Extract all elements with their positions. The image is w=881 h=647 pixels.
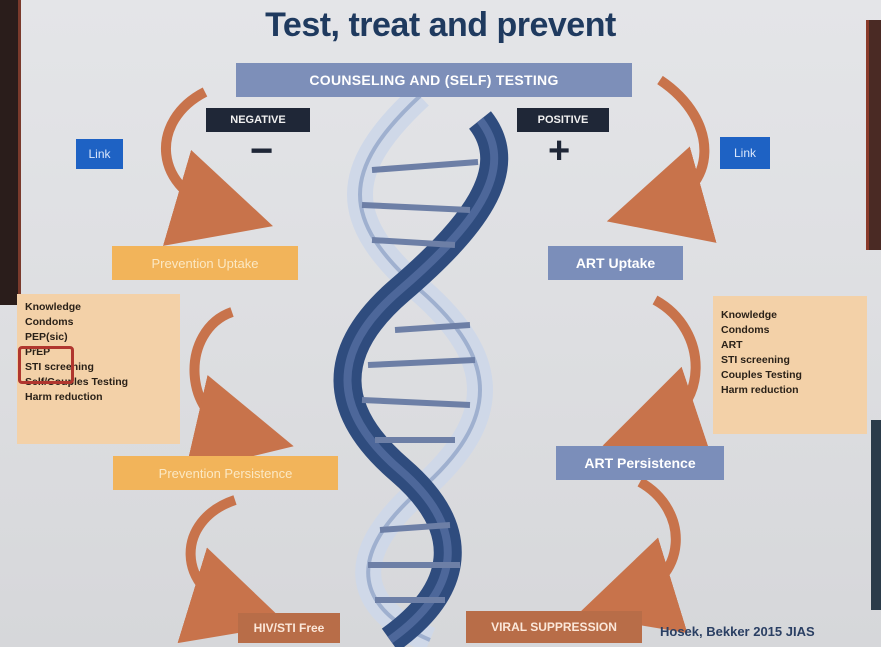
right-arrows: [577, 75, 717, 634]
left-frame-edge: [0, 0, 21, 305]
list-item: Harm reduction: [721, 384, 799, 396]
right-frame-edge: [866, 20, 881, 250]
list-item: ART: [721, 339, 743, 351]
link-left-button[interactable]: Link: [76, 139, 123, 169]
plus-sign-icon: +: [548, 130, 571, 172]
citation: Hosek, Bekker 2015 JIAS: [660, 624, 815, 639]
viral-suppression-box: VIRAL SUPPRESSION: [466, 611, 642, 643]
link-right-button[interactable]: Link: [720, 137, 770, 169]
list-item: Couples Testing: [721, 369, 802, 381]
list-item: PEP(sic): [25, 331, 68, 343]
list-item: Self/Couples Testing: [25, 376, 129, 388]
helix-rung: [371, 159, 479, 173]
negative-tag: NEGATIVE: [206, 108, 310, 132]
list-item: Condoms: [721, 324, 770, 336]
prevention-uptake-box: Prevention Uptake: [112, 246, 298, 280]
list-item: Knowledge: [25, 301, 82, 313]
hiv-sti-free-box: HIV/STI Free: [238, 613, 340, 643]
list-item: Knowledge: [721, 309, 778, 321]
right-frame-edge-lower: [871, 420, 881, 610]
minus-sign-icon: −: [250, 129, 274, 173]
art-uptake-box: ART Uptake: [548, 246, 683, 280]
pep-prep-highlight: [18, 346, 74, 384]
slide-title: Test, treat and prevent: [265, 6, 616, 44]
list-item: STI screening: [721, 354, 790, 366]
list-item: PrEP: [25, 346, 51, 358]
counseling-testing-banner: COUNSELING AND (SELF) TESTING: [236, 63, 632, 97]
list-item: Condoms: [25, 316, 74, 328]
prevention-persistence-box: Prevention Persistence: [113, 456, 338, 490]
dna-helix: [333, 86, 509, 647]
left-intervention-list: Knowledge Condoms PEP(sic) PrEP STI scre…: [17, 294, 180, 444]
list-item: STI screening: [25, 361, 94, 373]
art-persistence-box: ART Persistence: [556, 446, 724, 480]
positive-tag: POSITIVE: [517, 108, 609, 132]
list-item: Harm reduction: [25, 391, 103, 403]
right-intervention-list: Knowledge Condoms ART STI screening Coup…: [713, 296, 867, 434]
left-arrows: [160, 87, 294, 644]
